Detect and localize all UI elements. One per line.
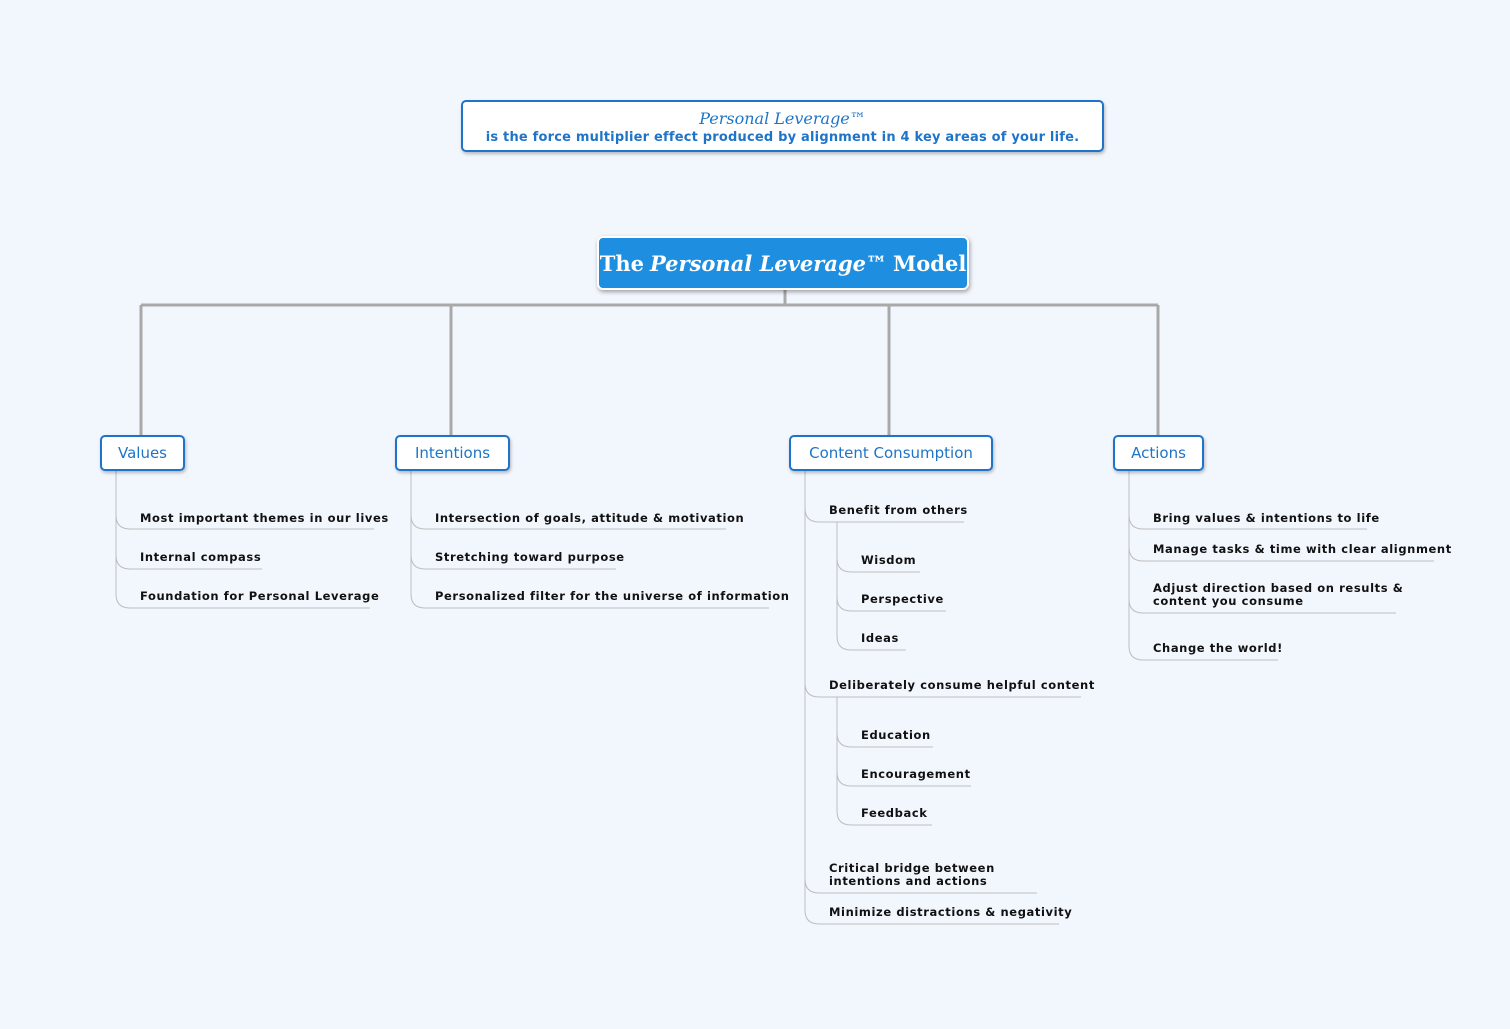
callout-text: is the force multiplier effect produced … [485,130,1080,145]
subtopic-bridge[interactable]: Critical bridge between intentions and a… [829,862,995,888]
subtopic-item[interactable]: Internal compass [140,550,262,564]
subtopic-deliberate[interactable]: Deliberately consume helpful content [829,678,1095,692]
subtopic-adjust-line1: Adjust direction based on results & [1153,581,1404,595]
main-connectors [139,290,1160,435]
topic-content-consumption[interactable]: Content Consumption [789,435,993,471]
subtopic-item[interactable]: Manage tasks & time with clear alignment [1153,542,1452,556]
subtopic-item[interactable]: Stretching toward purpose [435,550,625,564]
topic-values[interactable]: Values [100,435,185,471]
subtopic-item[interactable]: Most important themes in our lives [140,511,389,525]
subtopic-item[interactable]: Bring values & intentions to life [1153,511,1380,525]
callout-title: Personal Leverage™ [699,109,866,128]
subtopic-change[interactable]: Change the world! [1153,641,1283,655]
branch-connectors [115,471,1434,925]
central-italic: Personal Leverage™ [649,250,888,276]
subtopic-item[interactable]: Perspective [861,592,944,606]
definition-callout[interactable]: Personal Leverage™ is the force multipli… [461,100,1104,152]
subtopic-item[interactable]: Encouragement [861,767,971,781]
subtopic-adjust-line2: content you consume [1153,594,1304,608]
subtopic-item[interactable]: Foundation for Personal Leverage [140,589,380,603]
subtopic-item[interactable]: Feedback [861,806,928,820]
subtopic-item[interactable]: Education [861,728,931,742]
subtopic-bridge-line2: intentions and actions [829,874,988,888]
subtopic-adjust[interactable]: Adjust direction based on results & cont… [1153,582,1403,608]
subtopic-minimize[interactable]: Minimize distractions & negativity [829,905,1073,919]
subtopic-bridge-line1: Critical bridge between [829,861,995,875]
subtopic-item[interactable]: Ideas [861,631,899,645]
subtopic-item[interactable]: Personalized filter for the universe of … [435,589,790,603]
central-prefix: The [599,250,644,276]
topic-intentions[interactable]: Intentions [395,435,510,471]
central-topic[interactable]: The Personal Leverage™ Model [597,236,969,290]
central-suffix: Model [893,250,967,276]
topic-actions[interactable]: Actions [1113,435,1204,471]
subtopic-item[interactable]: Wisdom [861,553,917,567]
subtopic-benefit[interactable]: Benefit from others [829,503,968,517]
subtopic-item[interactable]: Intersection of goals, attitude & motiva… [435,511,745,525]
